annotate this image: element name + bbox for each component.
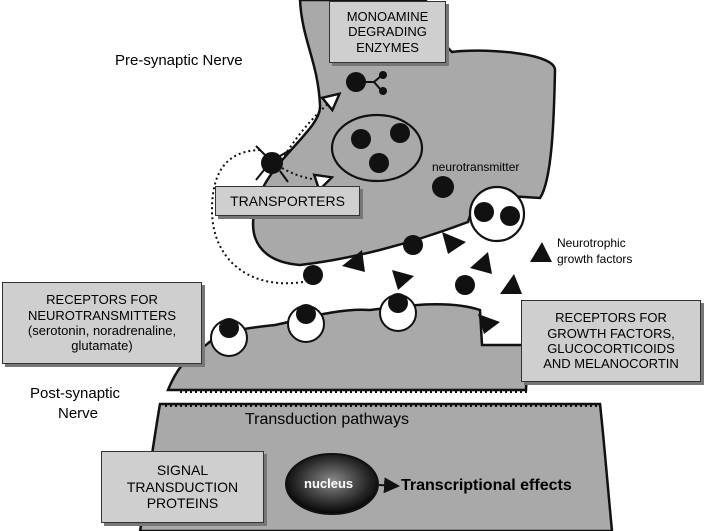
label-transduction: Transduction pathways xyxy=(245,411,409,428)
nt-molecule-5 xyxy=(303,265,323,285)
box-receptors-neurotransmitters: RECEPTORS FOR NEUROTRANSMITTERS (seroton… xyxy=(2,282,202,364)
box-signal-line1: SIGNAL xyxy=(156,462,209,479)
nucleus xyxy=(285,453,379,515)
box-monoamine-enzymes: MONOAMINE DEGRADING ENZYMES xyxy=(329,1,446,63)
dotted-paths xyxy=(210,95,338,285)
transporter-molecule xyxy=(255,145,291,183)
release-pocket xyxy=(468,185,526,243)
path-to-enzyme xyxy=(281,95,338,161)
gf-triangle-5 xyxy=(500,274,522,294)
neurotransmitter-molecules xyxy=(219,176,520,338)
box-signal-transduction: SIGNAL TRANSDUCTION PROTEINS xyxy=(101,451,264,523)
label-postsynaptic-line1: Post-synaptic xyxy=(30,385,121,402)
nt-molecule-1 xyxy=(432,176,454,198)
nucleus-arrow xyxy=(378,477,400,494)
box-receptors-nt-line4: glutamate) xyxy=(71,338,133,354)
vesicle-molecule-2 xyxy=(390,123,410,143)
vesicle-molecules xyxy=(351,123,410,173)
box-signal-line3: PROTEINS xyxy=(146,495,219,512)
gf-triangle-6 xyxy=(530,242,552,262)
gf-triangle-4 xyxy=(470,252,492,274)
box-monoamine-line1: MONOAMINE xyxy=(346,9,429,24)
nt-molecule-8 xyxy=(296,304,316,324)
path-to-vesicle xyxy=(281,167,330,180)
box-transporters: TRANSPORTERS xyxy=(215,186,360,216)
nt-molecule-7 xyxy=(219,318,239,338)
gf-triangle-1 xyxy=(342,250,365,272)
label-neurotrophic-line2: growth factors xyxy=(557,252,633,266)
box-receptors-nt-line2: NEUROTRANSMITTERS xyxy=(27,307,177,323)
gf-triangle-2 xyxy=(442,232,466,254)
vesicle-molecule-3 xyxy=(369,153,389,173)
label-postsynaptic-line2: Nerve xyxy=(58,405,99,422)
label-presynaptic: Pre-synaptic Nerve xyxy=(115,52,243,69)
gf-triangle-7 xyxy=(478,314,500,334)
box-receptors-gf-line1: RECEPTORS FOR xyxy=(555,310,667,326)
box-receptors-growth-factors: RECEPTORS FOR GROWTH FACTORS, GLUCOCORTI… xyxy=(521,300,701,382)
box-receptors-gf-line3: GLUCOCORTICOIDS xyxy=(547,341,675,356)
vesicle-molecule-1 xyxy=(351,129,371,149)
box-receptors-nt-line3: (serotonin, noradrenaline, xyxy=(27,323,177,338)
label-neurotransmitter: neurotransmitter xyxy=(432,160,520,174)
nt-molecule-3 xyxy=(500,206,520,226)
nt-molecule-9 xyxy=(388,293,408,313)
label-transcriptional: Transcriptional effects xyxy=(401,477,572,494)
box-receptors-gf-line4: AND MELANOCORTIN xyxy=(543,356,679,372)
box-monoamine-line3: ENZYMES xyxy=(356,39,419,55)
growth-factor-triangles xyxy=(342,232,552,334)
label-nucleus: nucleus xyxy=(304,476,354,491)
nt-molecule-4 xyxy=(403,235,423,255)
enzyme-molecule xyxy=(346,71,387,95)
nt-molecule-6 xyxy=(455,275,475,295)
box-transporters-line1: TRANSPORTERS xyxy=(230,192,345,209)
box-monoamine-line2: DEGRADING xyxy=(348,24,427,40)
box-signal-line2: TRANSDUCTION xyxy=(126,478,239,495)
box-receptors-gf-line2: GROWTH FACTORS, xyxy=(547,325,675,341)
label-neurotrophic-line1: Neurotrophic xyxy=(557,236,626,250)
box-receptors-nt-line1: RECEPTORS FOR xyxy=(46,292,158,308)
gf-triangle-3 xyxy=(392,270,414,290)
nt-molecule-2 xyxy=(474,202,494,222)
